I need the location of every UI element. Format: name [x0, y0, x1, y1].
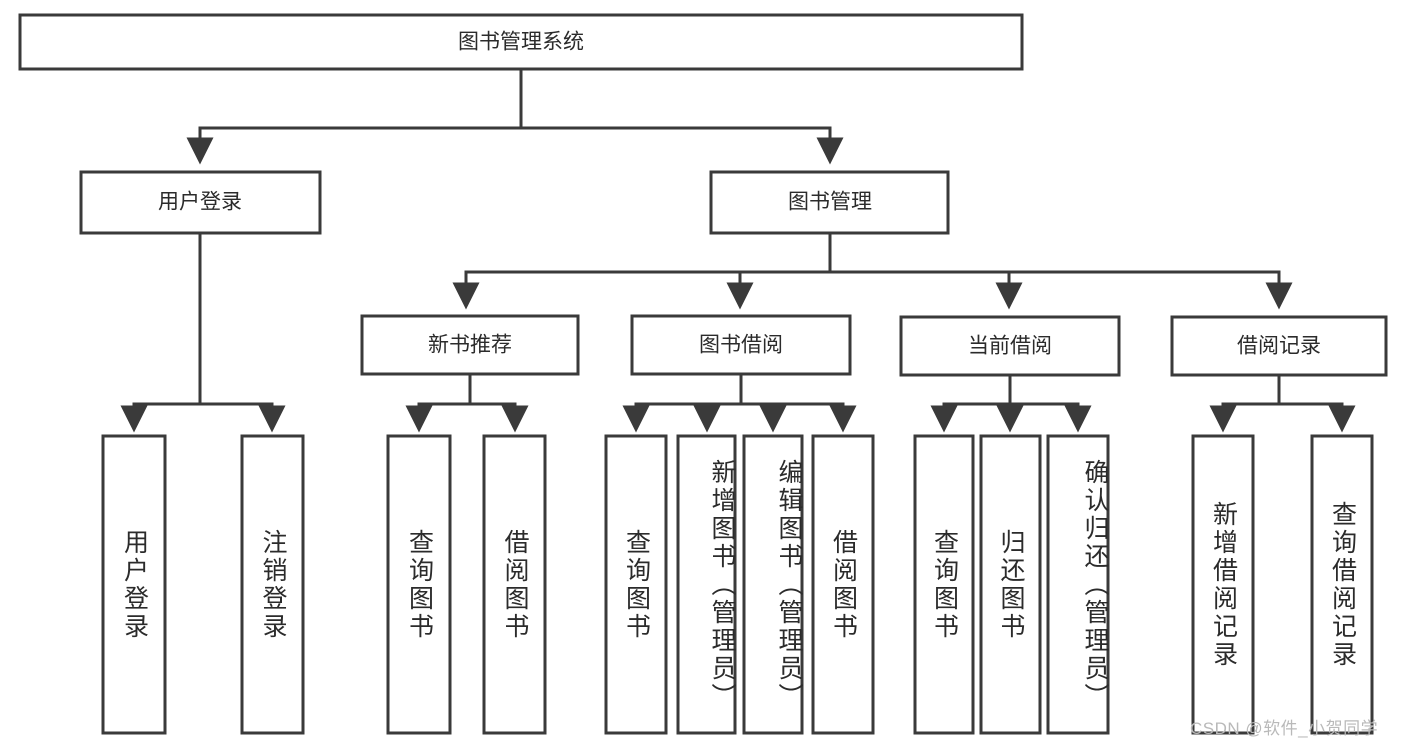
connector-group-new-book-recommend: [405, 372, 529, 433]
node-user-login[interactable]: 用户登录: [79, 170, 322, 235]
node-book-manage[interactable]: 图书管理: [709, 170, 950, 235]
leaf-box-user-login[interactable]: [101, 434, 167, 735]
leaf-box-borrow-book-2[interactable]: [811, 434, 875, 735]
connector-group-book-borrow: [622, 372, 857, 433]
node-book-manage-label: 图书管理: [788, 191, 872, 214]
leaf-box-query-book-2[interactable]: [604, 434, 668, 735]
node-root-label: 图书管理系统: [458, 31, 584, 54]
node-user-login-label: 用户登录: [158, 191, 242, 214]
leaf-box-query-book-1[interactable]: [386, 434, 452, 735]
leaf-box-logout[interactable]: [240, 434, 305, 735]
node-borrow-record[interactable]: 借阅记录: [1170, 315, 1388, 377]
node-current-borrow-box[interactable]: [899, 315, 1121, 377]
node-borrow-record-label: 借阅记录: [1237, 335, 1321, 358]
leaf-box-edit-book[interactable]: [742, 434, 804, 735]
node-borrow-record-box[interactable]: [1170, 315, 1388, 377]
leaf-box-confirm-return[interactable]: [1046, 434, 1110, 735]
node-root-box[interactable]: [18, 13, 1024, 71]
node-book-manage-box[interactable]: [709, 170, 950, 235]
leaf-box-add-record[interactable]: [1191, 434, 1255, 735]
leaf-box-borrow-book-1[interactable]: [482, 434, 547, 735]
leaf-box-add-book[interactable]: [676, 434, 737, 735]
node-book-borrow[interactable]: 图书借阅: [630, 314, 852, 376]
watermark-text: CSDN @软件_小贺同学: [1190, 719, 1379, 738]
connector-group-user-login: [120, 231, 286, 433]
node-user-login-box[interactable]: [79, 170, 322, 235]
connector-group-borrow-record: [1209, 373, 1356, 433]
node-book-borrow-label: 图书借阅: [699, 334, 783, 357]
node-current-borrow[interactable]: 当前借阅: [899, 315, 1121, 377]
node-new-book-recommend[interactable]: 新书推荐: [360, 314, 580, 376]
connector-group-book-manage: [452, 231, 1293, 310]
connector-group-root: [186, 67, 844, 165]
node-book-borrow-box[interactable]: [630, 314, 852, 376]
leaf-boxes: [101, 434, 1374, 735]
leaf-box-return-book[interactable]: [979, 434, 1042, 735]
node-new-book-recommend-box[interactable]: [360, 314, 580, 376]
node-new-book-recommend-label: 新书推荐: [428, 334, 512, 357]
node-current-borrow-label: 当前借阅: [968, 335, 1052, 358]
leaf-box-query-book-3[interactable]: [913, 434, 975, 735]
leaf-box-query-record[interactable]: [1310, 434, 1374, 735]
node-root[interactable]: 图书管理系统: [18, 13, 1024, 71]
connector-group-current-borrow: [930, 373, 1092, 433]
